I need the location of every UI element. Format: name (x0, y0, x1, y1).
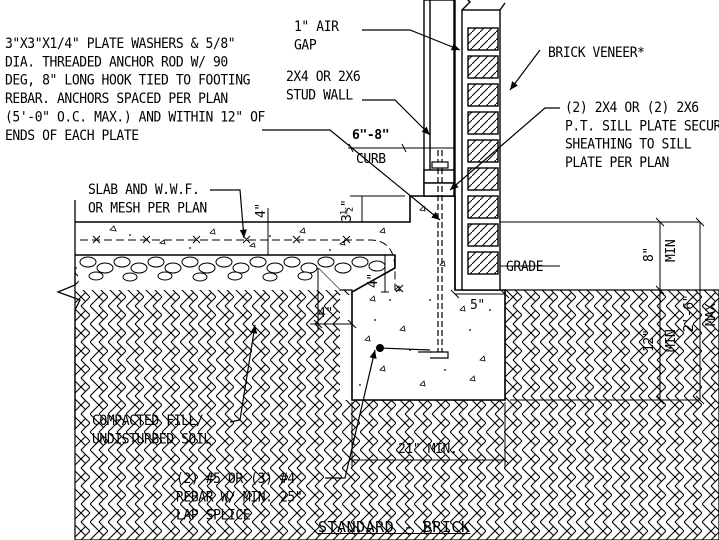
brick-veneer (461, 0, 506, 291)
rebar-note: (2) #5 OR (3) #4 REBAR W/ MIN. 25" LAP S… (176, 471, 303, 524)
curb-label: CURB (356, 152, 386, 167)
gravel-layer (75, 255, 395, 290)
wire-mesh (80, 235, 404, 293)
total-depth-value: 2'-6" (682, 294, 697, 332)
brick-veneer-note: BRICK VENEER* (548, 45, 645, 62)
total-depth-max: MAX (704, 303, 719, 326)
fill-note: COMPACTED FILL/ UNDISTURBED SOIL (92, 413, 211, 448)
stud-wall (423, 0, 456, 290)
below-grade-min: MIN (664, 329, 679, 352)
leader-lines (210, 29, 560, 479)
sill-plate-note: (2) 2X4 OR (2) 2X6 P.T. SILL PLATE SECUR… (565, 100, 719, 172)
ledge-dim: 5" (470, 298, 485, 313)
thicken-dim: 4" (366, 273, 381, 288)
above-grade-min: MIN (664, 239, 679, 262)
dimension-lines (264, 143, 705, 468)
air-gap-note: 1" AIR GAP (294, 19, 339, 54)
break-line (56, 200, 81, 430)
below-grade-value: 12" (642, 329, 657, 352)
slab-note: SLAB AND W.W.F. OR MESH PER PLAN (88, 182, 207, 217)
detail-title: STANDARD - BRICK (318, 518, 471, 536)
above-grade-value: 8" (642, 247, 657, 262)
offset-dim: 4" (318, 306, 333, 321)
curb-dimension: 6"-8" (352, 128, 390, 143)
slab-thickness-dim: 4" (254, 203, 269, 218)
footing-width-dim: 21" MIN. (398, 442, 458, 457)
stud-wall-note: 2X4 OR 2X6 STUD WALL (286, 69, 361, 104)
rebar (376, 344, 431, 352)
anchor-note: 3"X3"X1/4" PLATE WASHERS & 5/8" DIA. THR… (5, 36, 265, 145)
step-dim: 3½" (340, 199, 355, 222)
grade-label: GRADE (506, 259, 544, 276)
anchor-bolt (418, 150, 449, 359)
